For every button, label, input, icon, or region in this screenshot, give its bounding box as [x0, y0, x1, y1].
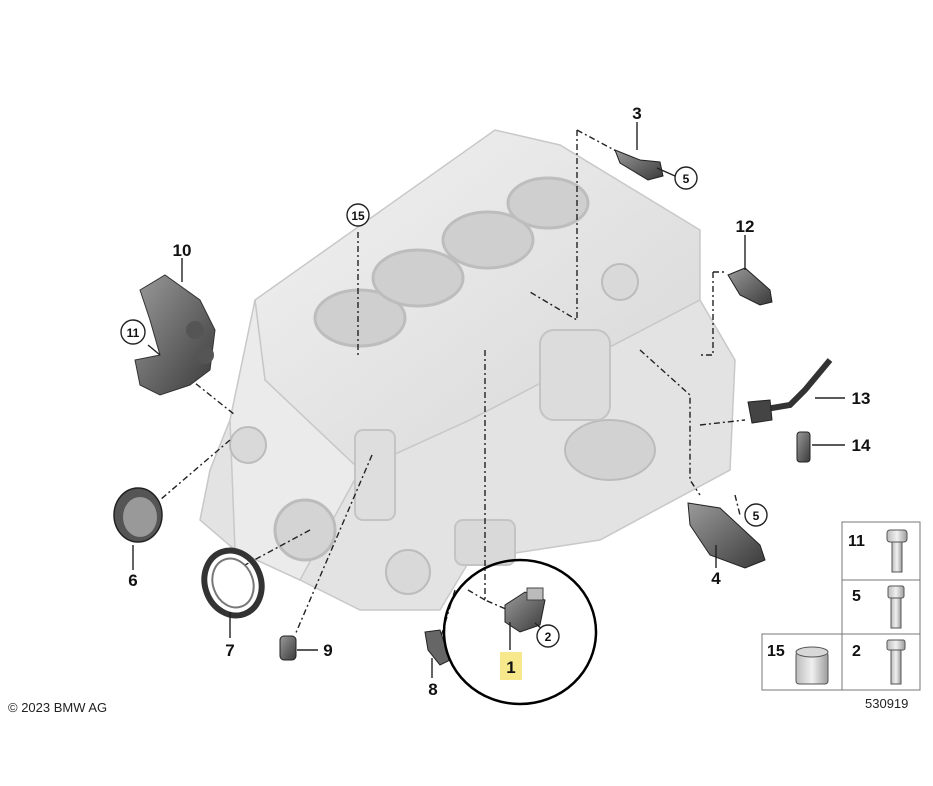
callout-10: 10: [173, 241, 192, 260]
bolt-11-icon: [886, 529, 908, 573]
callout-5-right: 5: [753, 509, 760, 523]
part-6-plug: [113, 487, 163, 543]
bolt-2-icon: [886, 639, 906, 685]
sleeve-15-icon: [795, 646, 829, 685]
callout-2: 2: [545, 630, 552, 644]
part-14-sleeve: [796, 431, 811, 463]
fastener-legend: 11 5 2 15: [761, 521, 921, 691]
callout-13: 13: [852, 389, 871, 408]
copyright-text: © 2023 BMW AG: [8, 700, 107, 715]
part-10-bracket: [134, 274, 216, 396]
bolt-5-icon: [887, 585, 905, 629]
legend-11: 11: [848, 533, 865, 550]
part-8-bracket: [424, 629, 451, 666]
callout-7: 7: [225, 641, 234, 660]
legend-15: 15: [767, 643, 785, 660]
part-7-seal: [201, 547, 265, 619]
callout-leaders: [132, 122, 845, 678]
callout-5-top: 5: [683, 172, 690, 186]
callout-1-highlight: [500, 652, 522, 680]
callout-6: 6: [128, 571, 137, 590]
legend-2: 2: [852, 643, 861, 660]
callout-1: 1: [506, 658, 515, 677]
part-3-sensor: [614, 149, 664, 181]
callout-8: 8: [428, 680, 437, 699]
highlight-circle: [442, 558, 598, 706]
part-1-knock-sensor: [504, 587, 546, 633]
part-4-valve: [687, 502, 766, 569]
drawing-number: 530919: [865, 696, 908, 711]
part-9-sleeve: [279, 635, 297, 661]
callout-numbers: 1 2 3 5 12 15 10 11 13 14 5 4 6 7 9 8: [120, 104, 871, 699]
callout-3: 3: [632, 104, 641, 123]
callout-11: 11: [127, 326, 140, 340]
callout-15: 15: [351, 209, 365, 223]
legend-5: 5: [852, 588, 861, 605]
callout-12: 12: [736, 217, 755, 236]
part-13-tube: [747, 358, 833, 424]
engine-block: [199, 129, 736, 611]
callout-4: 4: [711, 569, 721, 588]
callout-14: 14: [852, 436, 871, 455]
leader-lines: [159, 129, 746, 641]
callout-9: 9: [323, 641, 332, 660]
part-12-sensor: [727, 267, 773, 306]
